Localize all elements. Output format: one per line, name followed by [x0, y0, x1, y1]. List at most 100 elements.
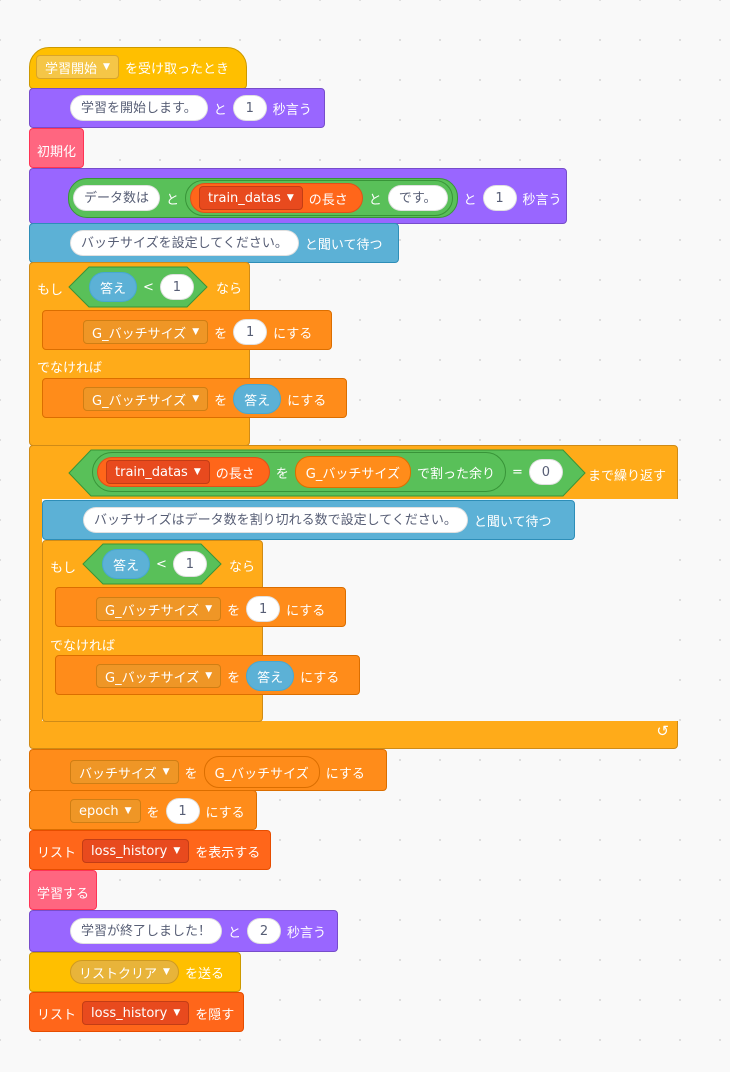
equals-value-input[interactable]: 0: [528, 459, 563, 485]
and-label: と: [228, 925, 242, 941]
equals-label: =: [511, 464, 523, 480]
seconds-input[interactable]: 1: [482, 185, 517, 211]
answer-reporter[interactable]: 答え: [233, 384, 282, 414]
say-message-input[interactable]: 学習を開始します。: [70, 95, 208, 121]
list-length-reporter[interactable]: train_datas▼ の長さ: [97, 457, 270, 487]
compare-value-input[interactable]: 1: [172, 551, 207, 577]
chevron-down-icon: ▼: [173, 846, 181, 856]
init-custom-block[interactable]: 初期化: [29, 128, 84, 168]
batch-variable-reporter[interactable]: G_バッチサイズ: [294, 456, 411, 488]
show-list-suffix-label: を表示する: [195, 845, 261, 861]
variable-dropdown[interactable]: G_バッチサイズ ▼: [83, 387, 209, 411]
variable-dropdown-label: epoch: [79, 803, 119, 819]
hat-suffix-label: を受け取ったとき: [124, 61, 229, 77]
chevron-down-icon: ▼: [193, 467, 201, 477]
inner-join-reporter[interactable]: train_datas▼ の長さ と です。: [185, 180, 453, 216]
set-variable-block[interactable]: G_バッチサイズ▼ を 1 にする: [42, 310, 332, 350]
list-length-reporter[interactable]: train_datas▼ の長さ: [190, 183, 363, 213]
then-label: なら: [229, 560, 256, 575]
else-label: でなければ: [50, 639, 116, 654]
to-label: を: [227, 670, 241, 686]
list-dropdown[interactable]: loss_history▼: [82, 1001, 190, 1025]
set-epoch-block[interactable]: epoch▼ を 1 にする: [29, 790, 257, 830]
hide-list-block[interactable]: リスト loss_history▼ を隠す: [29, 992, 244, 1032]
broadcast-message-dropdown[interactable]: リストクリア▼: [70, 960, 179, 984]
loop-arrow-icon: ↺: [656, 722, 669, 740]
set-suffix-label: にする: [286, 603, 326, 619]
broadcast-block[interactable]: リストクリア▼ を送る: [29, 952, 241, 992]
say-suffix-label: 秒言う: [272, 102, 312, 118]
to-label: を: [214, 393, 228, 409]
batch-variable-label: G_バッチサイズ: [305, 466, 400, 482]
answer-reporter[interactable]: 答え: [246, 661, 295, 691]
say-message-input[interactable]: 学習が終了しました！: [70, 918, 223, 944]
set-variable-block-else[interactable]: G_バッチサイズ▼ を 答え にする: [42, 378, 347, 418]
chevron-down-icon: ▼: [163, 967, 170, 977]
set-value-input[interactable]: 1: [233, 319, 268, 345]
to-label: を: [184, 766, 198, 782]
batch-variable-label: G_バッチサイズ: [214, 766, 309, 782]
set-value-input[interactable]: 1: [246, 596, 281, 622]
answer-reporter[interactable]: 答え: [102, 549, 151, 579]
list-dropdown-label: loss_history: [91, 843, 168, 859]
variable-dropdown-label: G_バッチサイズ: [92, 393, 187, 409]
set-variable-block-4[interactable]: G_バッチサイズ▼ を 答え にする: [55, 655, 360, 695]
ask-question-input[interactable]: バッチサイズはデータ数を割り切れる数で設定してください。: [83, 507, 468, 533]
hide-list-suffix-label: を隠す: [195, 1007, 235, 1023]
join-first-input[interactable]: データ数は: [73, 185, 161, 211]
ask-and-wait-block-2[interactable]: バッチサイズはデータ数を割り切れる数で設定してください。 と聞いて待つ: [42, 500, 575, 540]
chevron-down-icon: ▼: [103, 62, 110, 72]
to-label: を: [214, 326, 228, 342]
variable-dropdown[interactable]: G_バッチサイズ▼: [83, 320, 209, 344]
batch-variable-reporter[interactable]: G_バッチサイズ: [203, 756, 320, 788]
when-i-receive-hat-block[interactable]: 学習開始▼ を受け取ったとき: [29, 47, 247, 89]
seconds-input[interactable]: 2: [247, 918, 282, 944]
variable-dropdown[interactable]: G_バッチサイズ ▼: [96, 597, 222, 621]
compare-value-input[interactable]: 1: [159, 274, 194, 300]
ask-and-wait-block[interactable]: バッチサイズを設定してください。 と聞いて待つ: [29, 223, 399, 263]
say-suffix-label: 秒言う: [287, 925, 327, 941]
set-suffix-label: にする: [300, 670, 340, 686]
ask-suffix-label: と聞いて待つ: [304, 237, 383, 253]
say-for-secs-block[interactable]: 学習を開始します。 と 1 秒言う: [29, 88, 325, 128]
mod-reporter[interactable]: train_datas▼ の長さ を G_バッチサイズ で割った余り: [92, 452, 506, 492]
wo-label: を: [275, 466, 289, 482]
variable-dropdown-label: バッチサイズ: [79, 766, 157, 782]
init-label: 初期化: [37, 145, 77, 160]
say-for-secs-block-2[interactable]: データ数は と train_datas▼ の長さ と です。 と 1 秒言う: [29, 168, 567, 224]
learn-custom-block[interactable]: 学習する: [29, 870, 97, 910]
broadcast-suffix-label: を送る: [184, 966, 224, 982]
seconds-input[interactable]: 1: [232, 95, 267, 121]
chevron-down-icon: ▼: [124, 806, 132, 816]
chevron-down-icon: ▼: [286, 193, 294, 203]
variable-dropdown-label: G_バッチサイズ: [105, 603, 200, 619]
to-label: を: [146, 805, 160, 821]
join-reporter[interactable]: データ数は と train_datas▼ の長さ と です。: [68, 178, 458, 218]
join-and-label: と: [166, 192, 180, 208]
chevron-down-icon: ▼: [192, 394, 200, 404]
answer-reporter[interactable]: 答え: [89, 272, 138, 302]
message-dropdown[interactable]: 学習開始▼: [36, 55, 119, 79]
variable-dropdown[interactable]: epoch ▼: [70, 799, 141, 823]
variable-dropdown[interactable]: G_バッチサイズ▼: [96, 664, 222, 688]
list-dropdown[interactable]: train_datas▼: [106, 460, 210, 484]
mod-label: で割った余り: [416, 466, 495, 482]
list-dropdown[interactable]: train_datas▼: [199, 186, 303, 210]
set-suffix-label: にする: [325, 766, 365, 782]
say-for-secs-block-3[interactable]: 学習が終了しました！ と 2 秒言う: [29, 910, 338, 952]
variable-dropdown[interactable]: バッチサイズ▼: [70, 760, 179, 784]
and-label: と: [213, 102, 227, 118]
join-last-input[interactable]: です。: [387, 185, 448, 211]
show-list-block[interactable]: リスト loss_history▼ を表示する: [29, 830, 271, 870]
if-label: もし: [37, 283, 64, 298]
length-label: の長さ: [308, 192, 348, 208]
then-label: なら: [216, 282, 243, 297]
ask-question-input[interactable]: バッチサイズを設定してください。: [70, 230, 299, 256]
variable-dropdown-label: G_バッチサイズ: [92, 326, 187, 342]
set-value-input[interactable]: 1: [165, 798, 200, 824]
set-batch-size-block[interactable]: バッチサイズ▼ を G_バッチサイズ にする: [29, 749, 387, 791]
list-dropdown[interactable]: loss_history ▼: [82, 839, 190, 863]
chevron-down-icon: ▼: [205, 604, 213, 614]
less-than-label: <: [156, 556, 167, 572]
set-variable-block-3[interactable]: G_バッチサイズ▼ を 1 にする: [55, 587, 346, 627]
